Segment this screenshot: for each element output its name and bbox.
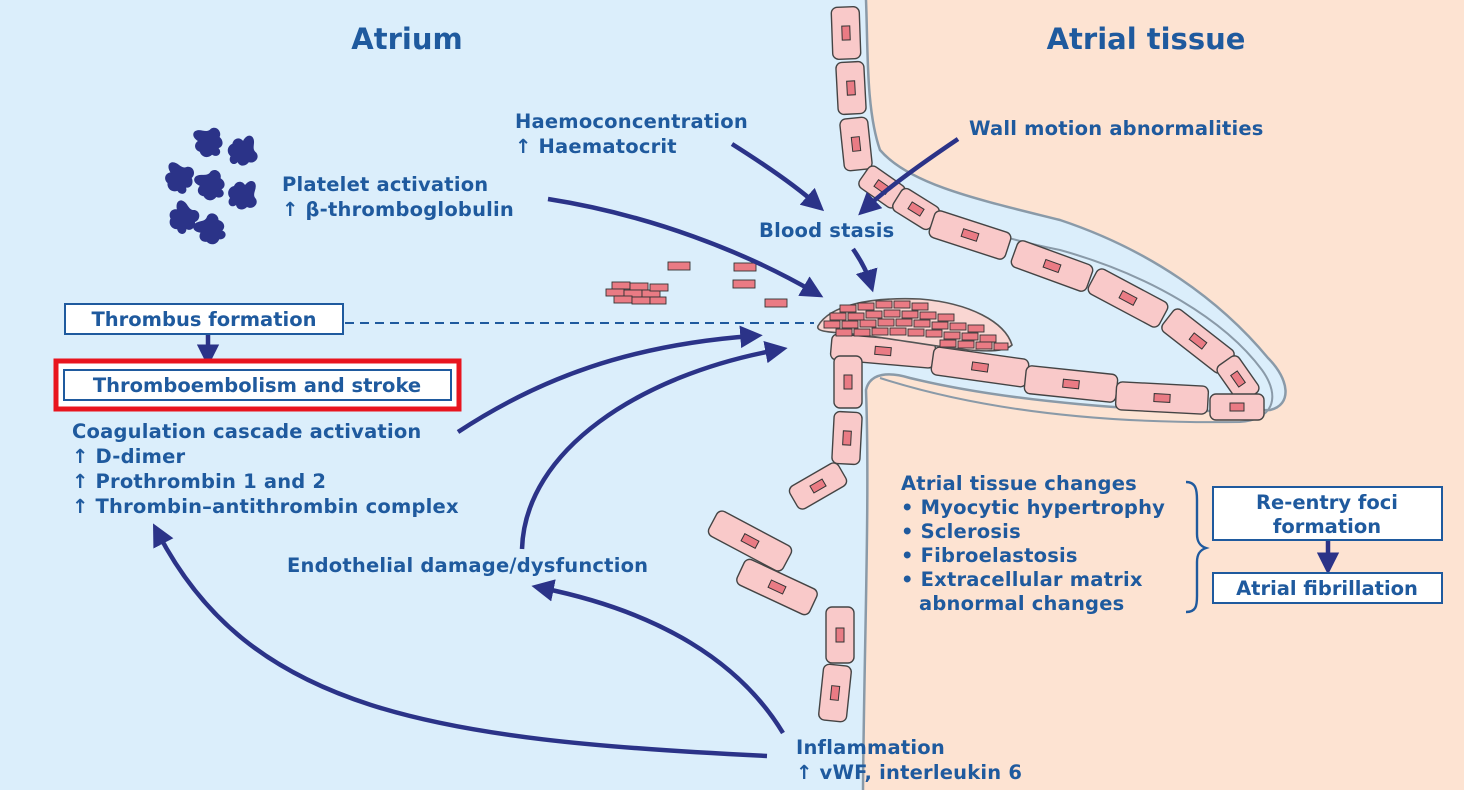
blood-stasis-label: Blood stasis — [759, 219, 894, 242]
beta-thromboglobulin-label: ↑ β-thromboglobulin — [282, 198, 514, 221]
tissue-change-item: • Myocytic hypertrophy — [901, 496, 1165, 519]
tissue-change-item: • Extracellular matrix — [901, 568, 1143, 591]
atrial-fibrillation-box: Atrial fibrillation — [1213, 573, 1442, 603]
svg-text:Thrombus formation: Thrombus formation — [91, 308, 316, 331]
d-dimer-label: ↑ D-dimer — [72, 445, 186, 468]
haematocrit-label: ↑ Haematocrit — [515, 135, 677, 158]
tissue-changes-title: Atrial tissue changes — [901, 472, 1137, 495]
endothelial-label: Endothelial damage/dysfunction — [287, 554, 648, 577]
wall-motion-label: Wall motion abnormalities — [969, 117, 1264, 140]
svg-text:Re-entry foci: Re-entry foci — [1256, 491, 1398, 514]
tat-complex-label: ↑ Thrombin–antithrombin complex — [72, 495, 459, 518]
svg-text:Thromboembolism and stroke: Thromboembolism and stroke — [93, 374, 421, 397]
tissue-change-item: • Fibroelastosis — [901, 544, 1078, 567]
tissue-change-item: abnormal changes — [919, 592, 1124, 615]
svg-text:formation: formation — [1273, 515, 1381, 538]
thromboembolism-box: Thromboembolism and stroke — [56, 361, 459, 409]
tissue-change-item: • Sclerosis — [901, 520, 1021, 543]
vwf-label: ↑ vWF, interleukin 6 — [796, 761, 1022, 784]
prothrombin-label: ↑ Prothrombin 1 and 2 — [72, 470, 326, 493]
platelet-activation-label: Platelet activation — [282, 173, 488, 196]
haemoconcentration-label: Haemoconcentration — [515, 110, 748, 133]
inflammation-label: Inflammation — [796, 736, 945, 759]
thrombus-formation-box: Thrombus formation — [65, 304, 343, 334]
svg-text:Atrial fibrillation: Atrial fibrillation — [1236, 577, 1418, 600]
reentry-foci-box: Re-entry foci formation — [1213, 487, 1442, 540]
atrial-tissue-title: Atrial tissue — [1047, 22, 1246, 56]
atrium-title: Atrium — [351, 22, 462, 56]
coagulation-label: Coagulation cascade activation — [72, 420, 422, 443]
